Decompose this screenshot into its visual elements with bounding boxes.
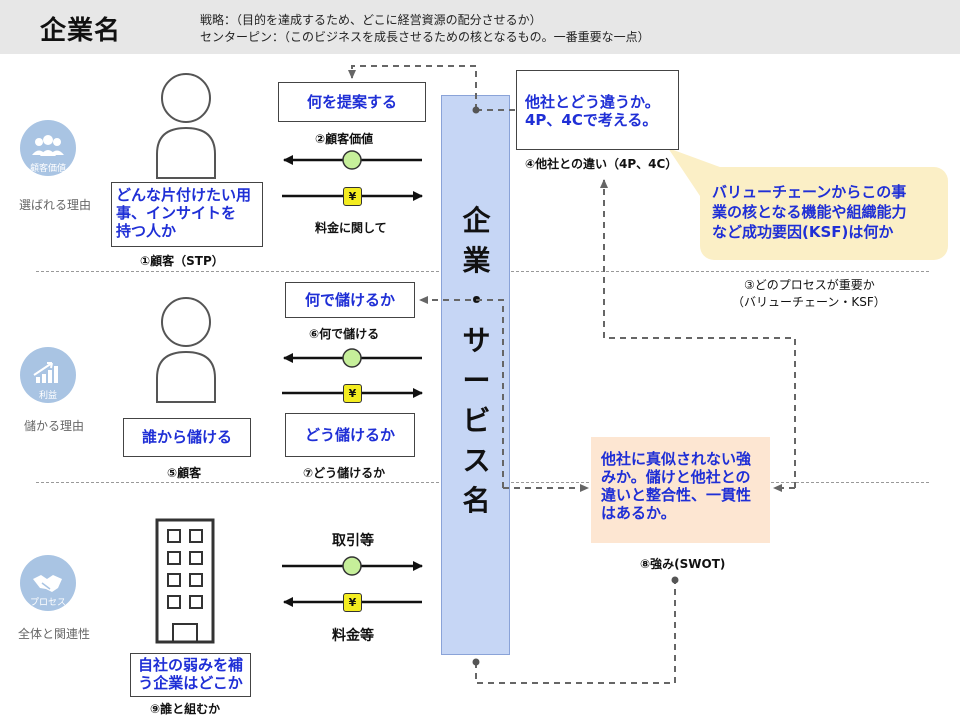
category-icon-process: プロセス	[20, 555, 76, 611]
category-sub: 全体と関連性	[18, 627, 91, 641]
customer-caption: ①顧客（STP）	[140, 254, 224, 268]
customer-text-line: 事、インサイトを	[116, 204, 237, 222]
person-icon	[156, 73, 216, 179]
service-name-column: 企 業 ・ サ ー ビ ス 名	[441, 95, 510, 655]
callout-line: 業の核となる機能や組織能力	[712, 203, 907, 221]
people-icon	[32, 135, 64, 156]
service-char: 名	[462, 484, 491, 517]
strength-text-line: みか。儲けと他社との	[601, 468, 751, 486]
partner-text-line: う企業はどこか	[138, 674, 243, 692]
diff-caption: ④他社との違い（4P、4C）	[525, 157, 678, 171]
category-sub: 選ばれる理由	[19, 198, 92, 212]
category-icon-profit: 利益	[20, 347, 76, 403]
partner-text-line: 自社の弱みを補	[137, 656, 243, 674]
service-char: ス	[462, 444, 491, 477]
how-earn-box: どう儲けるか	[285, 413, 415, 457]
partner-caption: ⑨誰と組むか	[150, 702, 221, 716]
callout-line: など成功要因(KSF)は何か	[712, 223, 894, 241]
strategy-line: 戦略：（目的を達成するため、どこに経営資源の配分させるか）	[200, 13, 542, 27]
trade-label: 取引等	[332, 533, 374, 549]
strength-box: 他社に真似されない強 みか。儲けと他社との 違いと整合性、一貫性 はあるか。	[591, 437, 770, 543]
yen-icon: ¥	[343, 593, 362, 612]
category-name: プロセス	[29, 598, 66, 608]
callout-line: バリューチェーンからこの事	[712, 183, 907, 201]
customer-text-line: 持つ人か	[116, 222, 177, 240]
category-name: 利益	[38, 391, 57, 401]
process-caption: ③どのプロセスが重要か	[744, 278, 875, 292]
profit-customer-box: 誰から儲ける	[123, 418, 251, 457]
process-caption: （バリューチェーン・KSF）	[732, 295, 886, 309]
customer-text-line: どんな片付けたい用	[116, 186, 252, 204]
yen-icon: ¥	[343, 187, 362, 206]
strength-caption: ⑧強み(SWOT)	[640, 557, 726, 571]
header-bar	[0, 0, 960, 54]
diff-text-line: 他社とどう違うか。	[525, 93, 660, 111]
service-char: ー	[462, 364, 491, 397]
customer-box: どんな片付けたい用 事、インサイトを 持つ人か	[111, 182, 263, 247]
category-sub: 儲かる理由	[24, 419, 85, 433]
diff-text-line: 4P、4Cで考える。	[525, 111, 658, 129]
strength-text-line: 違いと整合性、一貫性	[601, 486, 752, 504]
fee-label: 料金等	[332, 628, 374, 644]
what-earn-box: 何で儲けるか	[285, 282, 415, 318]
strength-text-line: はあるか。	[601, 504, 676, 522]
person-icon	[156, 297, 216, 403]
growth-chart-icon	[33, 362, 58, 383]
service-char: 業	[462, 244, 491, 277]
what-earn-caption: ⑥何で儲ける	[309, 327, 380, 341]
differentiation-box: 他社とどう違うか。 4P、4Cで考える。	[516, 70, 679, 150]
partner-box: 自社の弱みを補 う企業はどこか	[130, 653, 251, 697]
strength-text-line: 他社に真似されない強	[601, 450, 752, 468]
ksf-callout: バリューチェーンからこの事 業の核となる機能や組織能力 など成功要因(KSF)は…	[700, 167, 948, 260]
company-name: 企業名	[40, 16, 122, 46]
value-caption: ②顧客価値	[315, 132, 374, 146]
service-char: ビ	[462, 404, 491, 437]
building-icon	[155, 518, 215, 644]
price-caption: 料金に関して	[315, 221, 387, 235]
profit-customer-caption: ⑤顧客	[167, 466, 202, 480]
category-icon-value: 顧客価値	[20, 120, 76, 176]
how-earn-caption: ⑦どう儲けるか	[303, 466, 386, 480]
proposal-box: 何を提案する	[278, 82, 426, 122]
handshake-icon	[33, 575, 62, 592]
centerpin-line: センターピン：（このビジネスを成長させるための核となるもの。一番重要な一点）	[200, 30, 650, 44]
service-char: 企	[462, 204, 491, 237]
yen-icon: ¥	[343, 384, 362, 403]
category-name: 顧客価値	[29, 164, 66, 174]
service-char: サ	[462, 324, 491, 357]
